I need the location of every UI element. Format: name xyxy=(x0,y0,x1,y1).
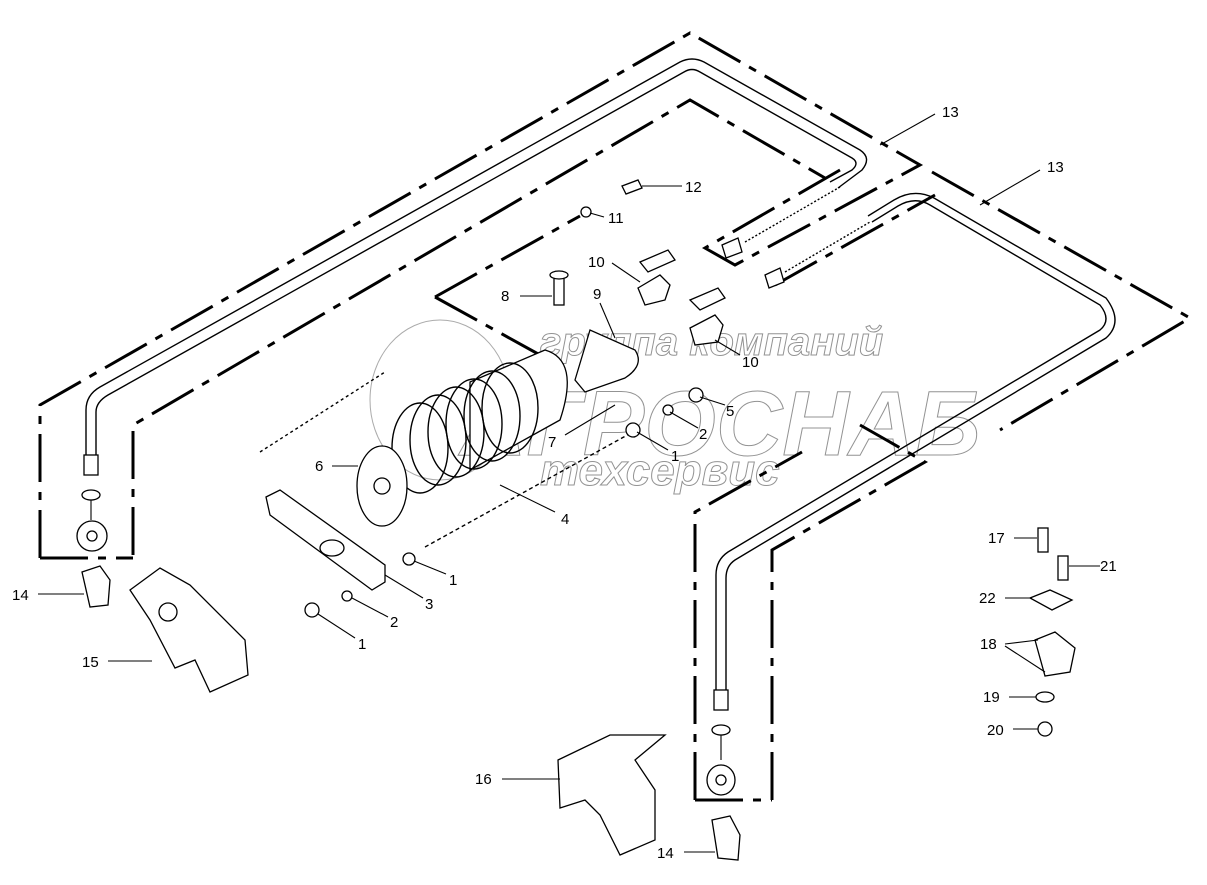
bracket-16 xyxy=(557,734,667,856)
callout-17: 17 xyxy=(988,530,1005,547)
bracket-15 xyxy=(129,567,249,693)
cable-13-right xyxy=(706,192,1116,796)
callout-16: 16 xyxy=(475,771,492,788)
callout-2: 2 xyxy=(699,426,707,443)
callout-2: 2 xyxy=(390,614,398,631)
callout-10: 10 xyxy=(588,254,605,271)
callout-10: 10 xyxy=(742,354,759,371)
callout-5: 5 xyxy=(726,403,734,420)
callout-8: 8 xyxy=(501,288,509,305)
routing-frames xyxy=(38,31,1193,802)
callout-11: 11 xyxy=(608,210,624,227)
spring-cylinder-6 xyxy=(259,329,641,548)
clamp-assembly xyxy=(1028,527,1076,737)
callout-21: 21 xyxy=(1100,558,1117,575)
callout-6: 6 xyxy=(315,458,323,475)
clevis-14-left xyxy=(81,565,111,608)
callout-13: 13 xyxy=(942,104,959,121)
callout-1: 1 xyxy=(671,448,679,465)
callout-13: 13 xyxy=(1047,159,1064,176)
callout-7: 7 xyxy=(548,434,556,451)
callouts: 13 13 12 11 10 8 9 10 5 2 7 1 6 4 1 3 2 … xyxy=(12,104,1117,862)
cable-13-left xyxy=(76,58,868,552)
callout-20: 20 xyxy=(987,722,1004,739)
callout-19: 19 xyxy=(983,689,1000,706)
bracket-3 xyxy=(265,489,386,591)
callout-1: 1 xyxy=(449,572,457,589)
callout-1: 1 xyxy=(358,636,366,653)
clevis-14-right xyxy=(711,815,741,861)
callout-14: 14 xyxy=(657,845,674,862)
hardware xyxy=(304,179,726,618)
callout-14: 14 xyxy=(12,587,29,604)
callout-12: 12 xyxy=(685,179,702,196)
watermark-line3: техсервис xyxy=(540,446,780,495)
callout-22: 22 xyxy=(979,590,996,607)
callout-4: 4 xyxy=(561,511,569,528)
callout-3: 3 xyxy=(425,596,433,613)
callout-9: 9 xyxy=(593,286,601,303)
callout-18: 18 xyxy=(980,636,997,653)
callout-15: 15 xyxy=(82,654,99,671)
leader-lines xyxy=(38,113,1100,853)
